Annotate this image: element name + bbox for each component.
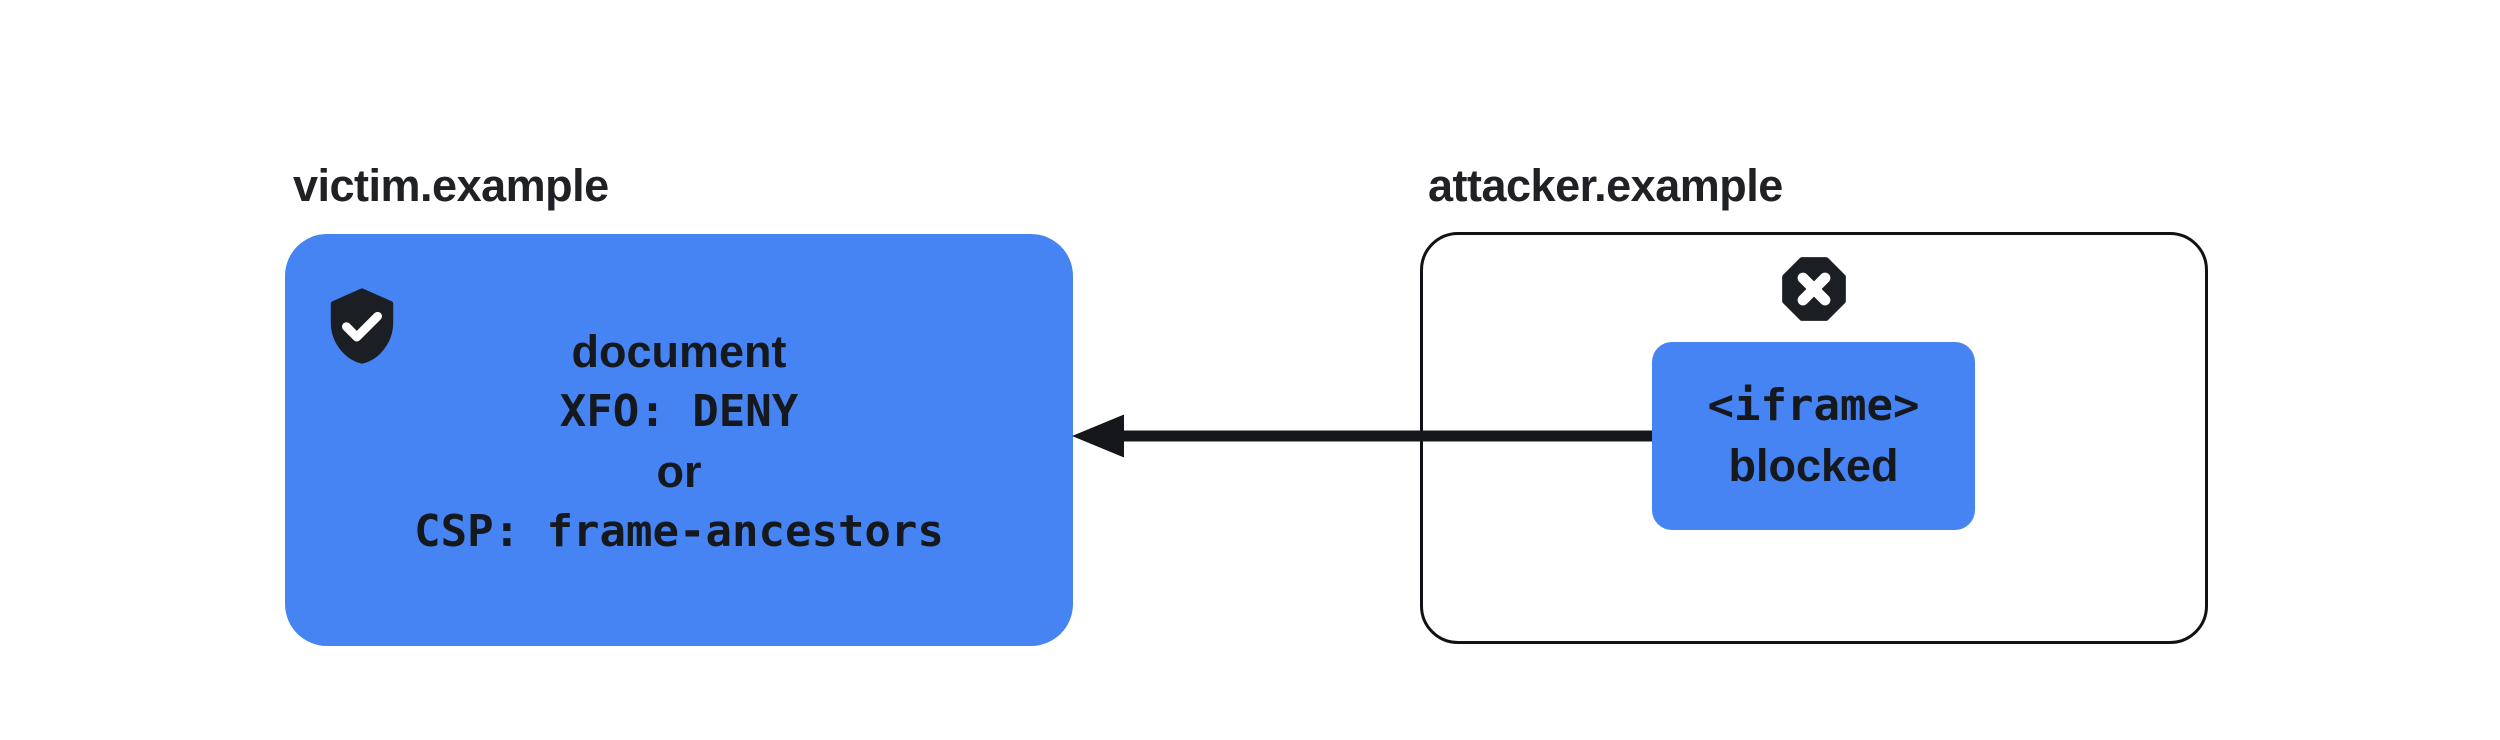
attacker-page-box: <iframe> blocked — [1420, 232, 2208, 644]
blocked-iframe-box: <iframe> blocked — [1652, 342, 1975, 530]
iframe-blocked-line: blocked — [1728, 440, 1899, 491]
victim-line-xfo-deny: XFO: DENY — [559, 386, 799, 437]
victim-line-csp-frame-ancestors: CSP: frame-ancestors — [414, 506, 944, 557]
attacker-domain-label: attacker.example — [1428, 160, 1783, 211]
shield-check-icon — [330, 288, 394, 364]
victim-line-or: or — [656, 446, 702, 497]
victim-line-document: document — [571, 326, 787, 377]
blocked-octagon-x-icon — [1782, 257, 1846, 321]
victim-domain-label: victim.example — [293, 160, 609, 211]
iframe-box-text: <iframe> blocked — [1652, 376, 1975, 496]
iframe-tag-line: <iframe> — [1707, 380, 1920, 431]
victim-protection-text: document XFO: DENY or CSP: frame-ancesto… — [285, 322, 1073, 562]
victim-document-box: document XFO: DENY or CSP: frame-ancesto… — [285, 234, 1073, 646]
